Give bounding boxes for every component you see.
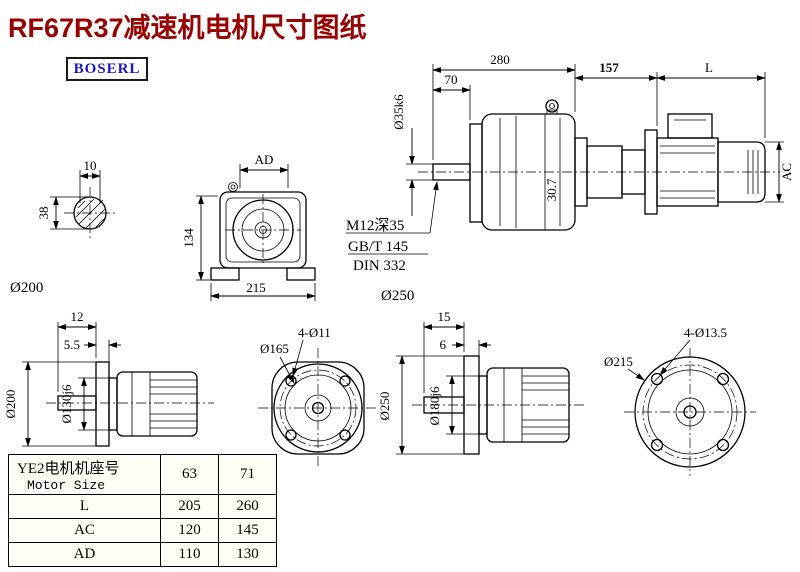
bolt-hole [650, 372, 664, 386]
dim-shaft-dia: Ø35k6 [391, 94, 406, 130]
motor-size-header-en: Motor Size [27, 477, 106, 493]
note-gb: GB/T 145 [348, 239, 408, 255]
reducer-side-view-small: 12 5.5 Ø200 Ø130j6 [3, 309, 214, 447]
main-assembly-view: 280 70 157 L Ø35k6 AC 30.7 [346, 52, 794, 274]
reducer-body [486, 367, 570, 443]
flange-front-view-small: 4-Ø11 Ø165 [258, 325, 378, 468]
flange-outline [271, 361, 365, 455]
dim-6: 6 [440, 337, 447, 352]
dim-shaft-38: 38 [36, 207, 51, 220]
front-view: AD 134 215 [181, 152, 316, 301]
size-col-71: 71 [218, 454, 277, 495]
dim-280: 280 [490, 52, 510, 67]
bolt-hole [339, 429, 351, 441]
shaft-section-circle [73, 196, 107, 230]
row-value: 110 [160, 542, 219, 567]
bolt-hole [716, 438, 730, 452]
row-value: 260 [218, 494, 277, 519]
row-label: AD [8, 542, 161, 567]
eyebolt-icon [228, 182, 238, 192]
boserl-logo-text: BOSERL [73, 60, 141, 77]
dim-157: 157 [599, 60, 619, 75]
boserl-logo: BOSERL [66, 57, 148, 81]
flange-plate [95, 361, 110, 447]
label-pilot-165: Ø165 [260, 341, 289, 356]
flange-front-view-large: 4-Ø13.5 Ø215 [604, 325, 756, 476]
motor-size-header-cn: YE2电机机座号 [17, 460, 120, 477]
row-label: L [8, 494, 161, 519]
label-diameter-250: Ø250 [381, 288, 414, 304]
row-value: 120 [160, 518, 219, 543]
bolt-hole [339, 375, 351, 387]
reducer-side-view-large: 15 6 Ø250 Ø180j6 [377, 309, 586, 455]
dim-134: 134 [181, 228, 196, 248]
motor-size-header-cell: YE2电机机座号 Motor Size [8, 454, 161, 495]
row-value: 130 [218, 542, 277, 567]
size-col-63: 63 [160, 454, 219, 495]
dim-5-5: 5.5 [64, 337, 80, 352]
dim-spigot-130: Ø130j6 [59, 384, 74, 424]
label-bolt-holes-13-5: 4-Ø13.5 [684, 325, 727, 340]
table-row-ad: AD 110 130 [8, 542, 277, 567]
table-row-ac: AC 120 145 [8, 518, 277, 543]
reducer-body [116, 371, 198, 437]
dim-15: 15 [438, 309, 451, 324]
bolt-hole [285, 429, 297, 441]
dim-30-7: 30.7 [544, 178, 559, 201]
dim-70: 70 [445, 72, 458, 87]
page-title: RF67R37减速机电机尺寸图纸 [8, 13, 367, 43]
dim-flange-200: Ø200 [3, 390, 18, 419]
dim-12: 12 [71, 309, 84, 324]
dim-ac: AC [779, 163, 794, 181]
label-outer-215: Ø215 [604, 354, 633, 369]
label-diameter-200: Ø200 [10, 280, 43, 296]
bolt-hole [716, 372, 730, 386]
note-din: DIN 332 [353, 258, 406, 274]
dim-spigot-180: Ø180j6 [427, 386, 442, 426]
table-row-l: L 205 260 [8, 494, 277, 519]
row-value: 145 [218, 518, 277, 543]
row-value: 205 [160, 494, 219, 519]
flange-outline [634, 356, 746, 468]
bolt-hole [650, 438, 664, 452]
dim-l: L [705, 60, 713, 75]
dim-215: 215 [246, 280, 266, 295]
dim-ad: AD [255, 152, 274, 167]
note-thread: M12深35 [346, 217, 404, 234]
front-view-body [219, 191, 307, 269]
table-header-row: YE2电机机座号 Motor Size 63 71 [8, 454, 277, 495]
fan-cover [717, 141, 766, 203]
eyebolt-icon [545, 99, 559, 113]
label-bolt-holes-11: 4-Ø11 [298, 325, 331, 340]
dim-flange-250: Ø250 [377, 392, 392, 421]
motor-size-table: YE2电机机座号 Motor Size 63 71 L 205 260 AC 1… [8, 454, 277, 567]
terminal-box [667, 113, 713, 139]
shaft-section-view: 10 38 [36, 158, 116, 239]
dim-key-width: 10 [84, 158, 97, 173]
row-label: AC [8, 518, 161, 543]
